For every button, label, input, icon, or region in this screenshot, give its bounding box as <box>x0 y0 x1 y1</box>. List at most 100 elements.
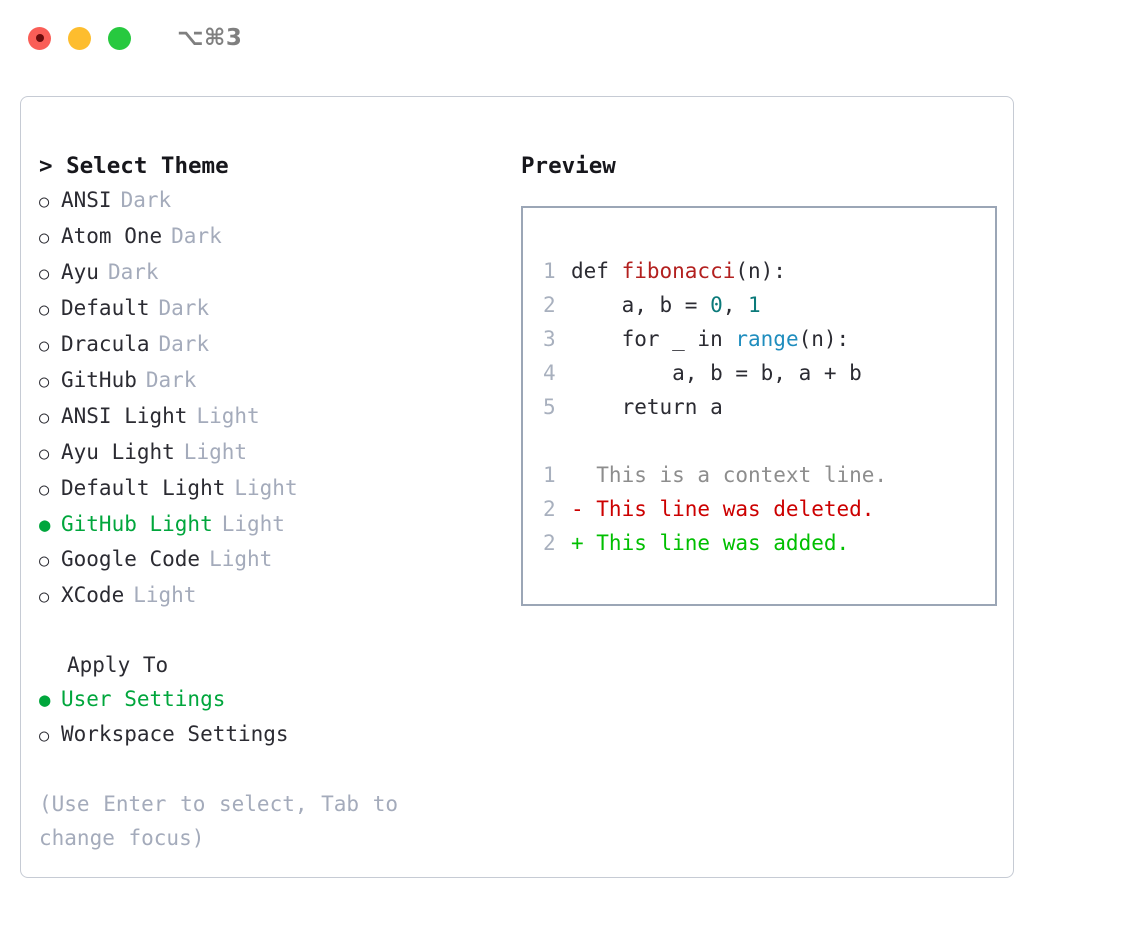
theme-item-ayu-dark[interactable]: ○ Ayu Dark <box>39 255 499 291</box>
code-line: 2 a, b = 0, 1 <box>543 288 995 322</box>
code-token: return a <box>571 395 723 419</box>
radio-icon: ○ <box>39 264 50 284</box>
theme-label: Default <box>61 296 150 320</box>
theme-label: GitHub <box>61 368 137 392</box>
theme-item-dracula-dark[interactable]: ○ Dracula Dark <box>39 327 499 363</box>
line-number: 1 <box>543 259 556 283</box>
radio-selected-icon: ● <box>39 514 51 536</box>
code-token: a, b = b, a + b <box>571 361 862 385</box>
theme-item-ayu-light[interactable]: ○ Ayu Light Light <box>39 435 499 471</box>
shortcut-label: ⌥⌘3 <box>177 25 243 51</box>
line-number: 3 <box>543 327 556 351</box>
select-theme-heading: > Select Theme <box>39 149 499 183</box>
radio-icon: ○ <box>39 408 50 428</box>
theme-label: ANSI Light <box>61 404 188 428</box>
radio-icon: ○ <box>39 480 50 500</box>
theme-variant: Light <box>196 404 260 428</box>
code-token-number: 1 <box>748 293 761 317</box>
theme-item-ansi-dark[interactable]: ○ ANSI Dark <box>39 183 499 219</box>
theme-variant: Dark <box>120 188 172 212</box>
theme-variant: Light <box>209 547 273 571</box>
line-number: 1 <box>543 463 556 487</box>
theme-variant: Light <box>133 583 197 607</box>
radio-icon: ○ <box>39 228 50 248</box>
theme-item-atom-one-dark[interactable]: ○ Atom One Dark <box>39 219 499 255</box>
line-number: 5 <box>543 395 556 419</box>
maximize-button[interactable] <box>108 26 131 50</box>
apply-to-heading: Apply To <box>67 653 169 677</box>
code-token: , <box>722 293 749 317</box>
code-token: for _ in <box>571 327 736 351</box>
code-token-function: fibonacci <box>621 259 736 283</box>
line-number: 4 <box>543 361 556 385</box>
code-line: 5 return a <box>543 390 995 424</box>
select-theme-heading-text: Select Theme <box>66 153 229 179</box>
window-controls <box>28 26 131 50</box>
theme-item-xcode[interactable]: ○ XCode Light <box>39 578 499 614</box>
theme-item-default-light[interactable]: ○ Default Light Light <box>39 471 499 507</box>
keyboard-hint-text: (Use Enter to select, Tab to change focu… <box>39 792 399 850</box>
hint-spacer <box>39 753 499 787</box>
theme-label: ANSI <box>61 188 112 212</box>
line-number: 2 <box>543 293 556 317</box>
code-token: def <box>571 259 622 283</box>
theme-item-ansi-light[interactable]: ○ ANSI Light Light <box>39 399 499 435</box>
diff-line-added: 2 + This line was added. <box>543 526 995 560</box>
theme-label: GitHub Light <box>61 512 213 536</box>
preview-code-box: 1 def fibonacci(n): 2 a, b = 0, 1 3 for … <box>521 206 997 606</box>
apply-to-user-settings[interactable]: ● User Settings <box>39 682 499 717</box>
radio-icon: ○ <box>39 336 50 356</box>
radio-icon: ○ <box>39 372 50 392</box>
apply-to-label: User Settings <box>61 687 226 711</box>
radio-icon: ○ <box>39 192 50 212</box>
radio-icon: ○ <box>39 300 50 320</box>
list-spacer <box>39 614 499 648</box>
diff-text: - This line was deleted. <box>571 497 875 521</box>
preview-panel: Preview 1 def fibonacci(n): 2 a, b = 0, … <box>499 149 1013 877</box>
minimize-button[interactable] <box>68 26 91 50</box>
theme-variant: Light <box>183 440 248 464</box>
theme-item-github-light[interactable]: ● GitHub Light Light <box>39 507 499 542</box>
theme-label: Ayu Light <box>61 440 175 464</box>
theme-label: Atom One <box>61 224 163 248</box>
code-diff-separator <box>543 424 995 458</box>
theme-label: Ayu <box>61 260 99 284</box>
diff-line-deleted: 2 - This line was deleted. <box>543 492 995 526</box>
line-number: 2 <box>543 497 556 521</box>
code-token-call: range <box>735 327 799 351</box>
diff-text: This is a context line. <box>571 463 888 487</box>
code-line: 3 for _ in range(n): <box>543 322 995 356</box>
theme-variant: Dark <box>171 224 222 248</box>
theme-variant: Dark <box>158 296 210 320</box>
theme-variant: Light <box>234 476 298 500</box>
line-number: 2 <box>543 531 556 555</box>
code-line: 4 a, b = b, a + b <box>543 356 995 390</box>
apply-to-workspace-settings[interactable]: ○ Workspace Settings <box>39 717 499 753</box>
theme-selector-panel: > Select Theme ○ ANSI Dark ○ Atom One Da… <box>39 149 499 877</box>
theme-variant: Dark <box>145 368 197 392</box>
preview-heading: Preview <box>521 153 616 179</box>
theme-item-default-dark[interactable]: ○ Default Dark <box>39 291 499 327</box>
close-button[interactable] <box>28 26 51 50</box>
theme-variant: Light <box>221 512 285 536</box>
title-bar: ⌥⌘3 <box>0 0 1140 76</box>
theme-variant: Dark <box>107 260 159 284</box>
radio-icon: ○ <box>39 444 50 464</box>
theme-item-google-code[interactable]: ○ Google Code Light <box>39 542 499 578</box>
diff-line-context: 1 This is a context line. <box>543 458 995 492</box>
apply-to-label: Workspace Settings <box>61 722 289 746</box>
apply-to-list: ● User Settings ○ Workspace Settings <box>39 682 499 753</box>
radio-selected-icon: ● <box>39 689 51 711</box>
diff-text: + This line was added. <box>571 531 850 555</box>
radio-icon: ○ <box>39 726 50 746</box>
code-line: 1 def fibonacci(n): <box>543 254 995 288</box>
theme-variant: Dark <box>158 332 210 356</box>
theme-label: XCode <box>61 583 125 607</box>
theme-list: ○ ANSI Dark ○ Atom One Dark ○ Ayu Dark ○… <box>39 183 499 614</box>
theme-label: Dracula <box>61 332 150 356</box>
app-window: > Select Theme ○ ANSI Dark ○ Atom One Da… <box>20 96 1014 878</box>
radio-icon: ○ <box>39 551 50 571</box>
code-token-number: 0 <box>710 293 723 317</box>
code-token: (n): <box>735 259 786 283</box>
theme-item-github-dark[interactable]: ○ GitHub Dark <box>39 363 499 399</box>
